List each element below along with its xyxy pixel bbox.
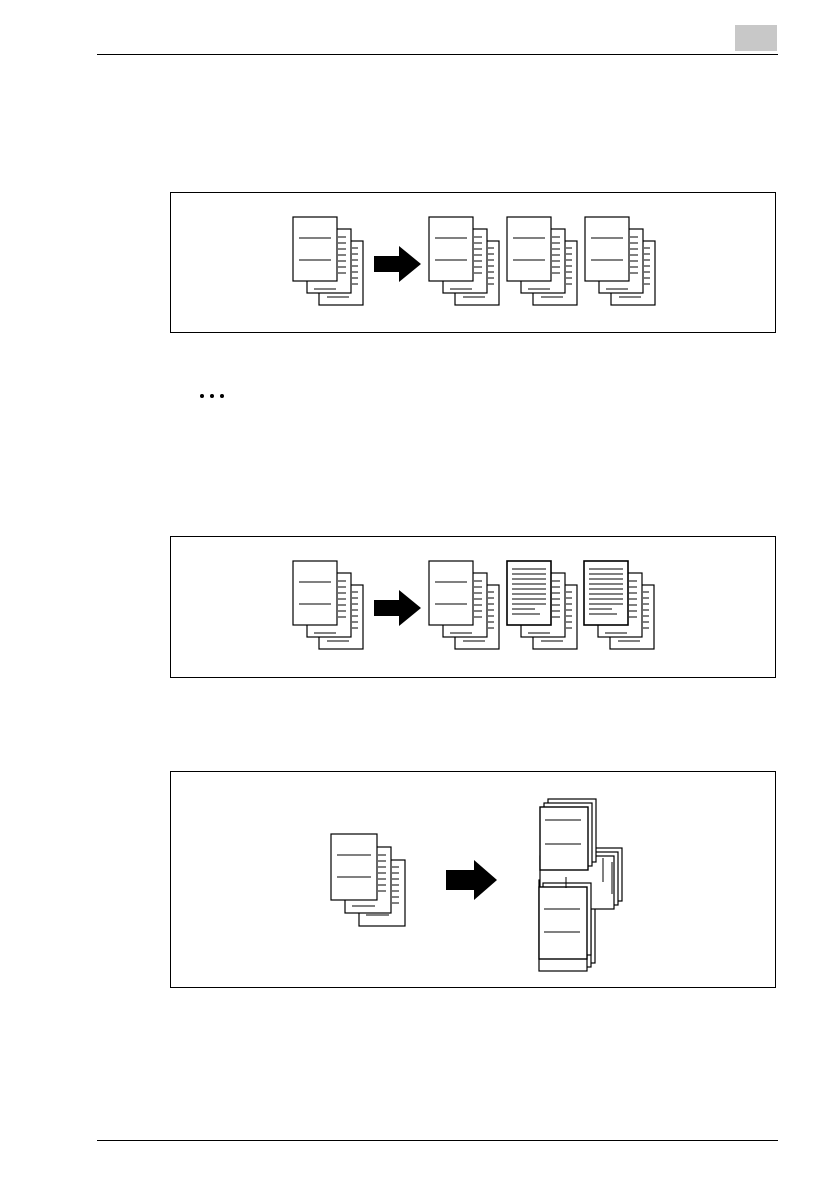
text-copy-set-icon <box>507 561 577 649</box>
header-rule <box>97 54 778 55</box>
arrow-right-icon <box>446 860 497 900</box>
copy-set-icon <box>429 561 499 649</box>
copy-set-icon <box>507 217 577 305</box>
collate-copies-figure <box>170 192 776 333</box>
ellipsis-note-icon <box>199 392 229 400</box>
chapter-tab <box>735 25 777 51</box>
original-stack-icon <box>293 561 363 649</box>
separate-copies-figure <box>170 536 776 678</box>
original-stack-icon <box>331 834 405 926</box>
footer-rule <box>97 1140 778 1141</box>
copy-set-icon <box>429 217 499 305</box>
arrow-right-icon <box>374 590 421 626</box>
copy-set-icon <box>585 217 655 305</box>
crisscross-stack-icon <box>539 799 622 971</box>
original-stack-icon <box>293 217 363 305</box>
crisscross-sort-figure <box>170 771 776 988</box>
text-copy-set-icon <box>584 561 654 649</box>
arrow-right-icon <box>374 246 421 282</box>
